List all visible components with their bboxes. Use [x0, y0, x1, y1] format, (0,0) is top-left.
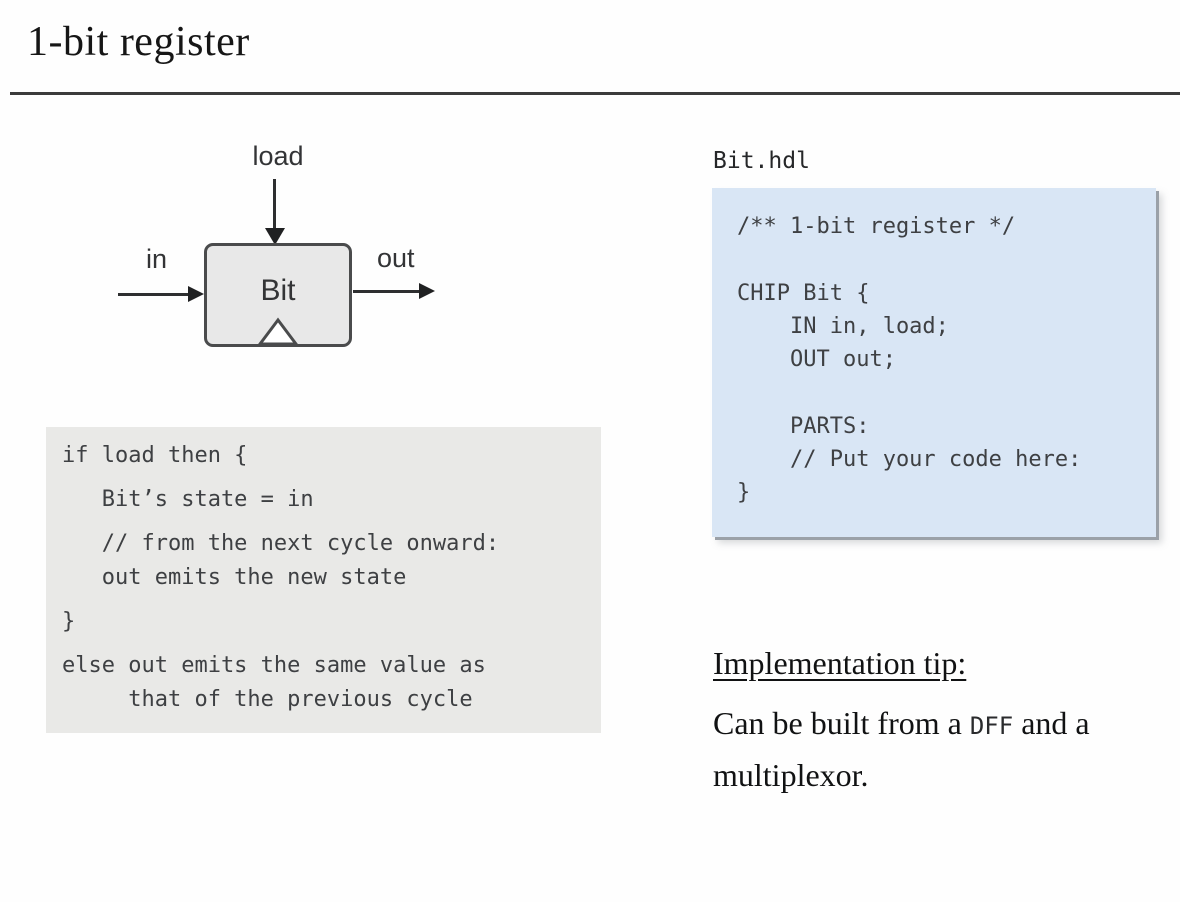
tip-text-pre: Can be built from a — [713, 705, 970, 741]
diagram-in-label: in — [146, 244, 168, 274]
implementation-tip-heading: Implementation tip: — [713, 645, 967, 681]
tip-dff-code: DFF — [969, 712, 1014, 740]
bit-chip-label: Bit — [260, 274, 296, 307]
in-arrow-head-icon — [188, 286, 204, 302]
pseudocode-line: if load then { — [62, 443, 248, 468]
tip-text-post: and a multiplexor. — [713, 705, 1090, 793]
load-arrow-head-icon — [265, 228, 285, 245]
hdl-filename-label: Bit.hdl — [713, 148, 810, 174]
out-arrow-line — [353, 290, 421, 293]
bit-chip-box: Bit — [204, 243, 352, 347]
load-arrow-line — [273, 179, 276, 229]
pseudocode-block: if load then { Bit’s state = in // from … — [46, 427, 601, 733]
hdl-code-text: /** 1-bit register */ CHIP Bit { IN in, … — [737, 214, 1082, 506]
clock-input-triangle-icon — [257, 317, 299, 346]
diagram-out-label: out — [377, 243, 415, 273]
pseudocode-line: Bit’s state = in — [62, 487, 314, 512]
out-arrow-head-icon — [419, 283, 435, 299]
in-arrow-line — [118, 293, 194, 296]
implementation-tip-body: Can be built from a DFF and a multiplexo… — [713, 699, 1180, 800]
diagram-load-label: load — [252, 141, 304, 171]
pseudocode-line: } — [62, 609, 76, 634]
pseudocode-line: else out emits the same value as that of… — [62, 653, 486, 712]
hdl-code-block: /** 1-bit register */ CHIP Bit { IN in, … — [712, 188, 1156, 537]
page-title: 1-bit register — [27, 19, 250, 65]
pseudocode-line: // from the next cycle onward: out emits… — [101, 531, 500, 590]
title-divider — [10, 92, 1180, 95]
